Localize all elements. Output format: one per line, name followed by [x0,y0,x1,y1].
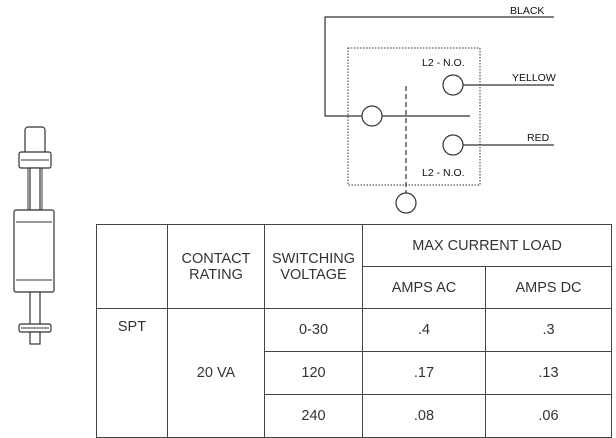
red-wire-label: RED [527,132,550,144]
yellow-wire-label: YELLOW [512,72,556,84]
voltage-cell: 0-30 [264,308,363,352]
voltage-cell: 120 [264,351,363,395]
switch-tip [29,331,41,345]
specification-table: CONTACT RATING SWITCHING VOLTAGE MAX CUR… [96,224,612,438]
red-terminal [442,134,464,156]
upper-contact-label: L2 - N.O. [422,57,465,69]
common-terminal [361,105,383,127]
contact-rating-header: CONTACT RATING [167,224,265,309]
amps-ac-header: AMPS AC [362,266,486,309]
table-row: SPT 20 VA 0-30 .4 .3 [96,308,612,438]
switch-type-cell [96,224,168,309]
amps-dc-cell: .13 [485,351,612,395]
lower-contact-label: L2 - N.O. [422,167,465,179]
amps-dc-cell: .3 [485,308,612,352]
amps-dc-cell: .06 [485,394,612,438]
bottom-terminal [395,192,417,214]
yellow-terminal [442,74,464,96]
switch-type-value: SPT [96,308,168,438]
table-row: 120 .17 .13 [97,351,612,395]
max-current-header: MAX CURRENT LOAD [362,224,612,267]
black-wire [324,16,554,117]
switching-voltage-header: SWITCHING VOLTAGE [264,224,363,309]
voltage-cell: 240 [264,394,363,438]
amps-ac-cell: .4 [362,308,486,352]
contact-rating-value: 20 VA [167,308,265,438]
amps-ac-cell: .17 [362,351,486,395]
amps-dc-header: AMPS DC [485,266,612,309]
amps-ac-cell: .08 [362,394,486,438]
black-wire-label: BLACK [510,5,544,17]
table-row: 240 .08 .06 [97,394,612,438]
